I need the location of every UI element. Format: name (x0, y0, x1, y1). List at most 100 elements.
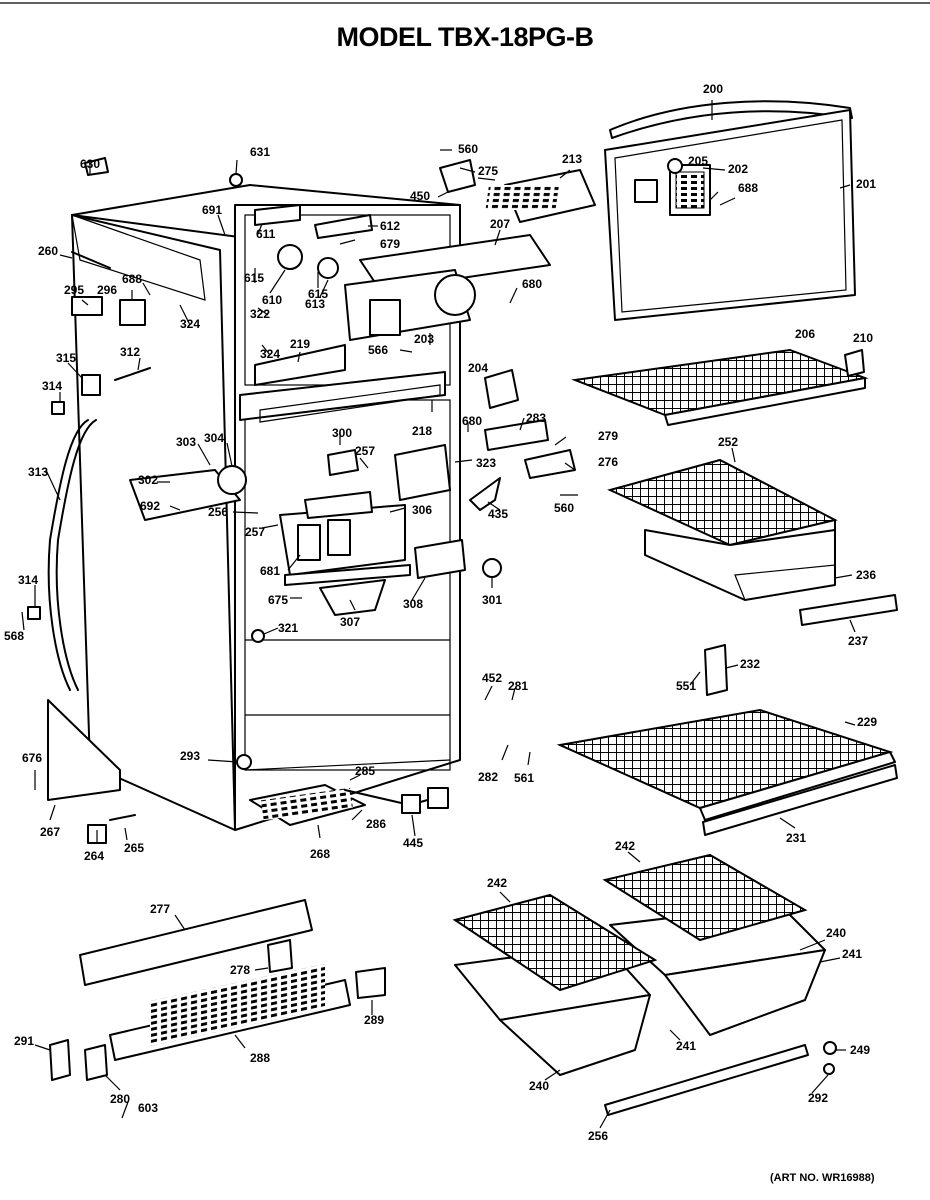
bushing-314-top (51, 401, 65, 415)
freezer-shelf-206 (571, 348, 869, 426)
callout-296: 296 (97, 283, 117, 297)
callout-691: 691 (202, 203, 222, 217)
tubing-313-inner (55, 419, 97, 691)
callout-281: 281 (508, 679, 528, 693)
roller-249 (823, 1041, 837, 1055)
relay-445 (401, 794, 421, 814)
toe-grille-288 (109, 963, 351, 1061)
crisper-pan-right (602, 853, 826, 1036)
callout-242-left: 242 (487, 876, 507, 890)
callout-241-right: 241 (842, 947, 862, 961)
bracket-611 (254, 204, 301, 226)
knob-301 (482, 558, 502, 578)
art-number: (ART NO. WR16988) (770, 1172, 875, 1184)
callout-688-right: 688 (738, 181, 758, 195)
callout-551: 551 (676, 679, 696, 693)
bumper-293 (236, 754, 252, 770)
callout-204: 204 (468, 361, 488, 375)
screw-265 (109, 814, 136, 821)
callout-267: 267 (40, 825, 60, 839)
callout-560-top: 560 (458, 142, 478, 156)
callout-268: 268 (310, 847, 330, 861)
callout-568: 568 (4, 629, 24, 643)
evaporator-cover-219 (254, 344, 346, 386)
callout-241-left: 241 (676, 1039, 696, 1053)
callout-277: 277 (150, 902, 170, 916)
callout-278: 278 (230, 963, 250, 977)
callout-282: 282 (478, 770, 498, 784)
fan-blade-613 (317, 257, 339, 279)
pin-312 (114, 367, 151, 381)
model-title: MODEL TBX-18PG-B (336, 22, 594, 52)
callout-213: 213 (562, 152, 582, 166)
air-duct-218 (239, 371, 446, 421)
callout-692: 692 (140, 499, 160, 513)
callout-280: 280 (110, 1092, 130, 1106)
callout-435: 435 (488, 507, 508, 521)
callout-275: 275 (478, 164, 498, 178)
callout-306: 306 (412, 503, 432, 517)
shelf-bracket-232 (704, 644, 728, 696)
callout-676: 676 (22, 751, 42, 765)
callout-257-top: 257 (355, 444, 375, 458)
callout-260: 260 (38, 244, 58, 258)
callout-202: 202 (728, 162, 748, 176)
callout-630: 630 (80, 157, 100, 171)
callout-631: 631 (250, 145, 270, 159)
callout-452: 452 (482, 671, 502, 685)
clip-289 (355, 967, 386, 999)
bushing-314-bottom (27, 606, 41, 620)
callout-206: 206 (795, 327, 815, 341)
callout-613: 613 (305, 297, 325, 311)
ice-maker-207 (344, 234, 551, 341)
callout-236: 236 (856, 568, 876, 582)
callout-252: 252 (718, 435, 738, 449)
callout-321: 321 (278, 621, 298, 635)
callout-680-mid: 680 (462, 414, 482, 428)
callout-249: 249 (850, 1043, 870, 1057)
cover-280 (84, 1044, 108, 1081)
shelf-support-210 (844, 349, 865, 377)
fresh-food-shelf-229 (556, 708, 896, 821)
crisper-rail-256 (604, 1044, 809, 1116)
cap-630 (84, 157, 109, 176)
callout-242-right: 242 (615, 839, 635, 853)
callout-301: 301 (482, 593, 502, 607)
callout-314-top: 314 (42, 379, 62, 393)
shelf-trim-231 (702, 764, 898, 836)
heater-612 (314, 214, 373, 239)
callout-240-left: 240 (529, 1079, 549, 1093)
callout-322: 322 (250, 307, 270, 321)
callout-292: 292 (808, 1091, 828, 1105)
callout-295: 295 (64, 283, 84, 297)
pan-trim-237 (799, 594, 898, 626)
door-stop-260 (71, 251, 111, 269)
callout-229: 229 (857, 715, 877, 729)
callout-205: 205 (688, 154, 708, 168)
callout-324-center: 324 (260, 347, 280, 361)
callout-279: 279 (598, 429, 618, 443)
callout-231: 231 (786, 831, 806, 845)
channel-277 (79, 899, 313, 986)
callout-312: 312 (120, 345, 140, 359)
callout-288: 288 (250, 1051, 270, 1065)
callout-611: 611 (256, 227, 276, 241)
ice-maker-part-275 (439, 159, 476, 193)
callout-445: 445 (403, 836, 423, 850)
defrost-timer-278 (267, 939, 293, 973)
callout-256-bottom: 256 (588, 1129, 608, 1143)
temperature-control-assembly (129, 465, 411, 616)
callout-293: 293 (180, 749, 200, 763)
freezer-door-liner (604, 100, 856, 321)
callout-264: 264 (84, 849, 104, 863)
hinge-295 (71, 296, 103, 316)
callout-300: 300 (332, 426, 352, 440)
washer-292 (823, 1063, 835, 1075)
callout-218: 218 (412, 424, 432, 438)
bearing-315 (81, 374, 101, 396)
callout-256-top: 256 (208, 505, 228, 519)
callout-leaders (21, 100, 856, 1129)
callout-681: 681 (260, 564, 280, 578)
